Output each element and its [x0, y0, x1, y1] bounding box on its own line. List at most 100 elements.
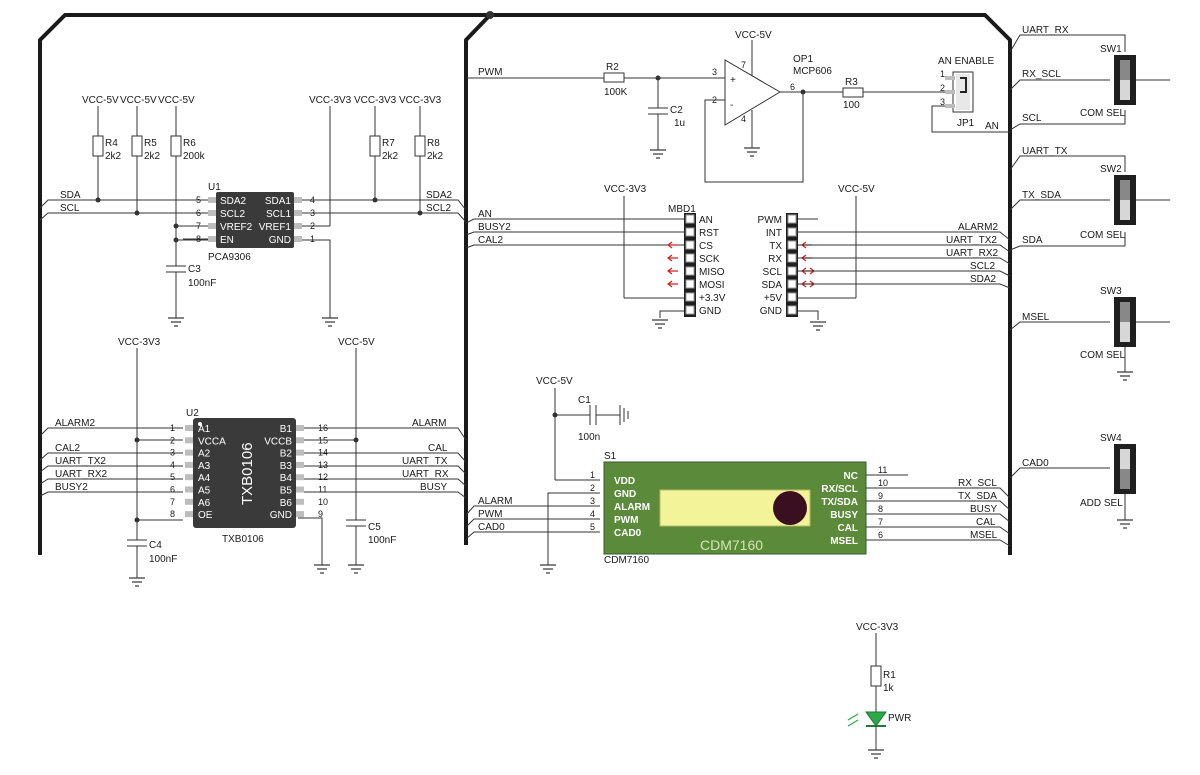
svg-text:6: 6	[790, 82, 795, 92]
svg-text:100K: 100K	[604, 87, 628, 98]
mbd-right-pin: SDA	[761, 280, 782, 291]
u2-pin-name: A4	[198, 473, 211, 484]
svg-text:ALARM2: ALARM2	[55, 418, 95, 429]
svg-text:ALARM: ALARM	[478, 496, 512, 507]
svg-text:ALARM: ALARM	[412, 418, 446, 429]
u1-pin-num: 3	[310, 208, 315, 218]
txb-nets: VCC-3V3 VCC-5V ALARM2 CAL2 UART_TX2 UART…	[39, 337, 467, 565]
u2-pin-name: B2	[280, 449, 293, 460]
svg-text:SW2: SW2	[1100, 164, 1122, 175]
ground-c3-icon	[168, 317, 184, 327]
svg-text:-: -	[730, 100, 733, 111]
svg-text:VCC-3V3: VCC-3V3	[856, 622, 899, 633]
signal-arrow-icon	[667, 280, 678, 288]
svg-text:3: 3	[712, 67, 717, 77]
svg-text:100nF: 100nF	[368, 535, 396, 546]
u1-pin-num: 7	[196, 221, 201, 231]
u2-pin-name: A2	[198, 449, 211, 460]
u1-pin-name: GND	[269, 235, 291, 246]
svg-text:PCA9306: PCA9306	[208, 252, 251, 263]
u1-pin-num: 5	[196, 195, 201, 205]
s1-pin-num: 2	[590, 483, 595, 493]
u2-pin-num: 9	[318, 509, 323, 519]
u2-pin-num: 4	[170, 460, 175, 470]
svg-text:BUSY2: BUSY2	[478, 222, 511, 233]
resistor-r3: R3 100	[842, 77, 864, 111]
svg-text:SCL: SCL	[1022, 113, 1042, 124]
mbd-right-nets: ALARM2 UART_TX2 UART_RX2 SCL2 SDA2 VCC-5…	[798, 184, 1011, 320]
svg-text:ALARM2: ALARM2	[958, 222, 998, 233]
s1-pin-num: 8	[878, 504, 883, 514]
svg-text:AN: AN	[478, 209, 492, 220]
svg-text:100nF: 100nF	[149, 554, 177, 565]
u2-pin-num: 16	[318, 423, 328, 433]
u2-pin-num: 15	[318, 435, 328, 445]
u1-pin-num: 8	[196, 234, 201, 244]
s1-pin-name: NC	[844, 471, 858, 482]
s1-pin-num: 6	[878, 530, 883, 540]
switch-sw4: SW4 ADD SEL	[1080, 433, 1136, 520]
svg-text:RX_SCL: RX_SCL	[1022, 69, 1061, 80]
svg-text:VCC-5V: VCC-5V	[838, 184, 875, 195]
svg-text:1k: 1k	[883, 683, 895, 694]
svg-text:VCC-3V3: VCC-3V3	[399, 95, 442, 106]
svg-text:2k2: 2k2	[144, 151, 161, 162]
s1-pin-num: 3	[590, 496, 595, 506]
s1-pin-name: TX/SDA	[821, 497, 858, 508]
svg-text:CAL2: CAL2	[55, 443, 80, 454]
capacitor-c5: C5 100nF	[346, 519, 396, 565]
ground-u2-icon	[314, 564, 330, 574]
svg-text:VCC-3V3: VCC-3V3	[354, 95, 397, 106]
mbd-right-pin: RX	[768, 254, 782, 265]
svg-text:100: 100	[843, 100, 860, 111]
svg-text:R4: R4	[105, 138, 118, 149]
svg-text:COM SEL: COM SEL	[1080, 350, 1125, 361]
svg-text:VCC-3V3: VCC-3V3	[604, 184, 647, 195]
u1-pin-num: 1	[310, 234, 315, 244]
s1-pin-name: RX/SCL	[821, 484, 858, 495]
switch-sw2: SW2 COM SEL	[1080, 164, 1170, 241]
svg-text:CDM7160: CDM7160	[700, 537, 763, 553]
s1-pin-name: VDD	[614, 476, 635, 487]
svg-text:CAD0: CAD0	[478, 522, 505, 533]
cdm-power: VCC-5V C1 100n	[536, 376, 629, 565]
svg-text:200k: 200k	[183, 151, 206, 162]
svg-text:AN ENABLE: AN ENABLE	[938, 56, 994, 67]
jumper-jp1: AN ENABLE 1 2 3 JP1	[938, 56, 994, 129]
u2-pin-num: 10	[318, 497, 328, 507]
signal-arrow-icon	[667, 241, 678, 249]
u2-pin-num: 3	[170, 448, 175, 458]
mbd-left-pin: SCK	[699, 254, 720, 265]
u1-pin-num: 4	[310, 195, 315, 205]
svg-text:OP1: OP1	[793, 54, 813, 65]
svg-text:SCL: SCL	[60, 203, 80, 214]
svg-text:MCP606: MCP606	[793, 66, 832, 77]
bus-middle	[464, 11, 1012, 555]
u2-pin-name: B4	[280, 473, 293, 484]
u1-pin-name: SDA2	[220, 196, 247, 207]
ground-op-icon	[744, 147, 760, 157]
u1-pin-num: 2	[310, 221, 315, 231]
mbd-right-pin: SCL	[763, 267, 783, 278]
u1-pin-name: VREF2	[220, 222, 253, 233]
u1-pin-name: EN	[220, 235, 234, 246]
svg-text:VCC-5V: VCC-5V	[158, 95, 195, 106]
u2-pin-num: 11	[318, 485, 327, 495]
svg-text:CAL: CAL	[976, 517, 996, 528]
svg-text:100nF: 100nF	[188, 278, 216, 289]
ground-sw3-icon	[1117, 371, 1133, 381]
sensor-module-s1: S1 CDM7160 CDM7160 1VDD2GND3ALARM4PWM5CA…	[590, 451, 888, 566]
svg-text:TX_SDA: TX_SDA	[1022, 190, 1061, 201]
u2-pin-num: 12	[318, 472, 328, 482]
ground-pca-icon	[322, 317, 338, 327]
svg-text:R3: R3	[845, 77, 858, 88]
u1-pin-name: SDA1	[265, 196, 292, 207]
svg-text:U2: U2	[186, 408, 199, 419]
u2-pin-num: 1	[170, 423, 175, 433]
svg-text:UART_RX2: UART_RX2	[946, 248, 998, 259]
svg-text:SCL2: SCL2	[426, 203, 451, 214]
svg-text:TXB0106: TXB0106	[222, 534, 264, 545]
svg-text:1u: 1u	[674, 118, 685, 129]
